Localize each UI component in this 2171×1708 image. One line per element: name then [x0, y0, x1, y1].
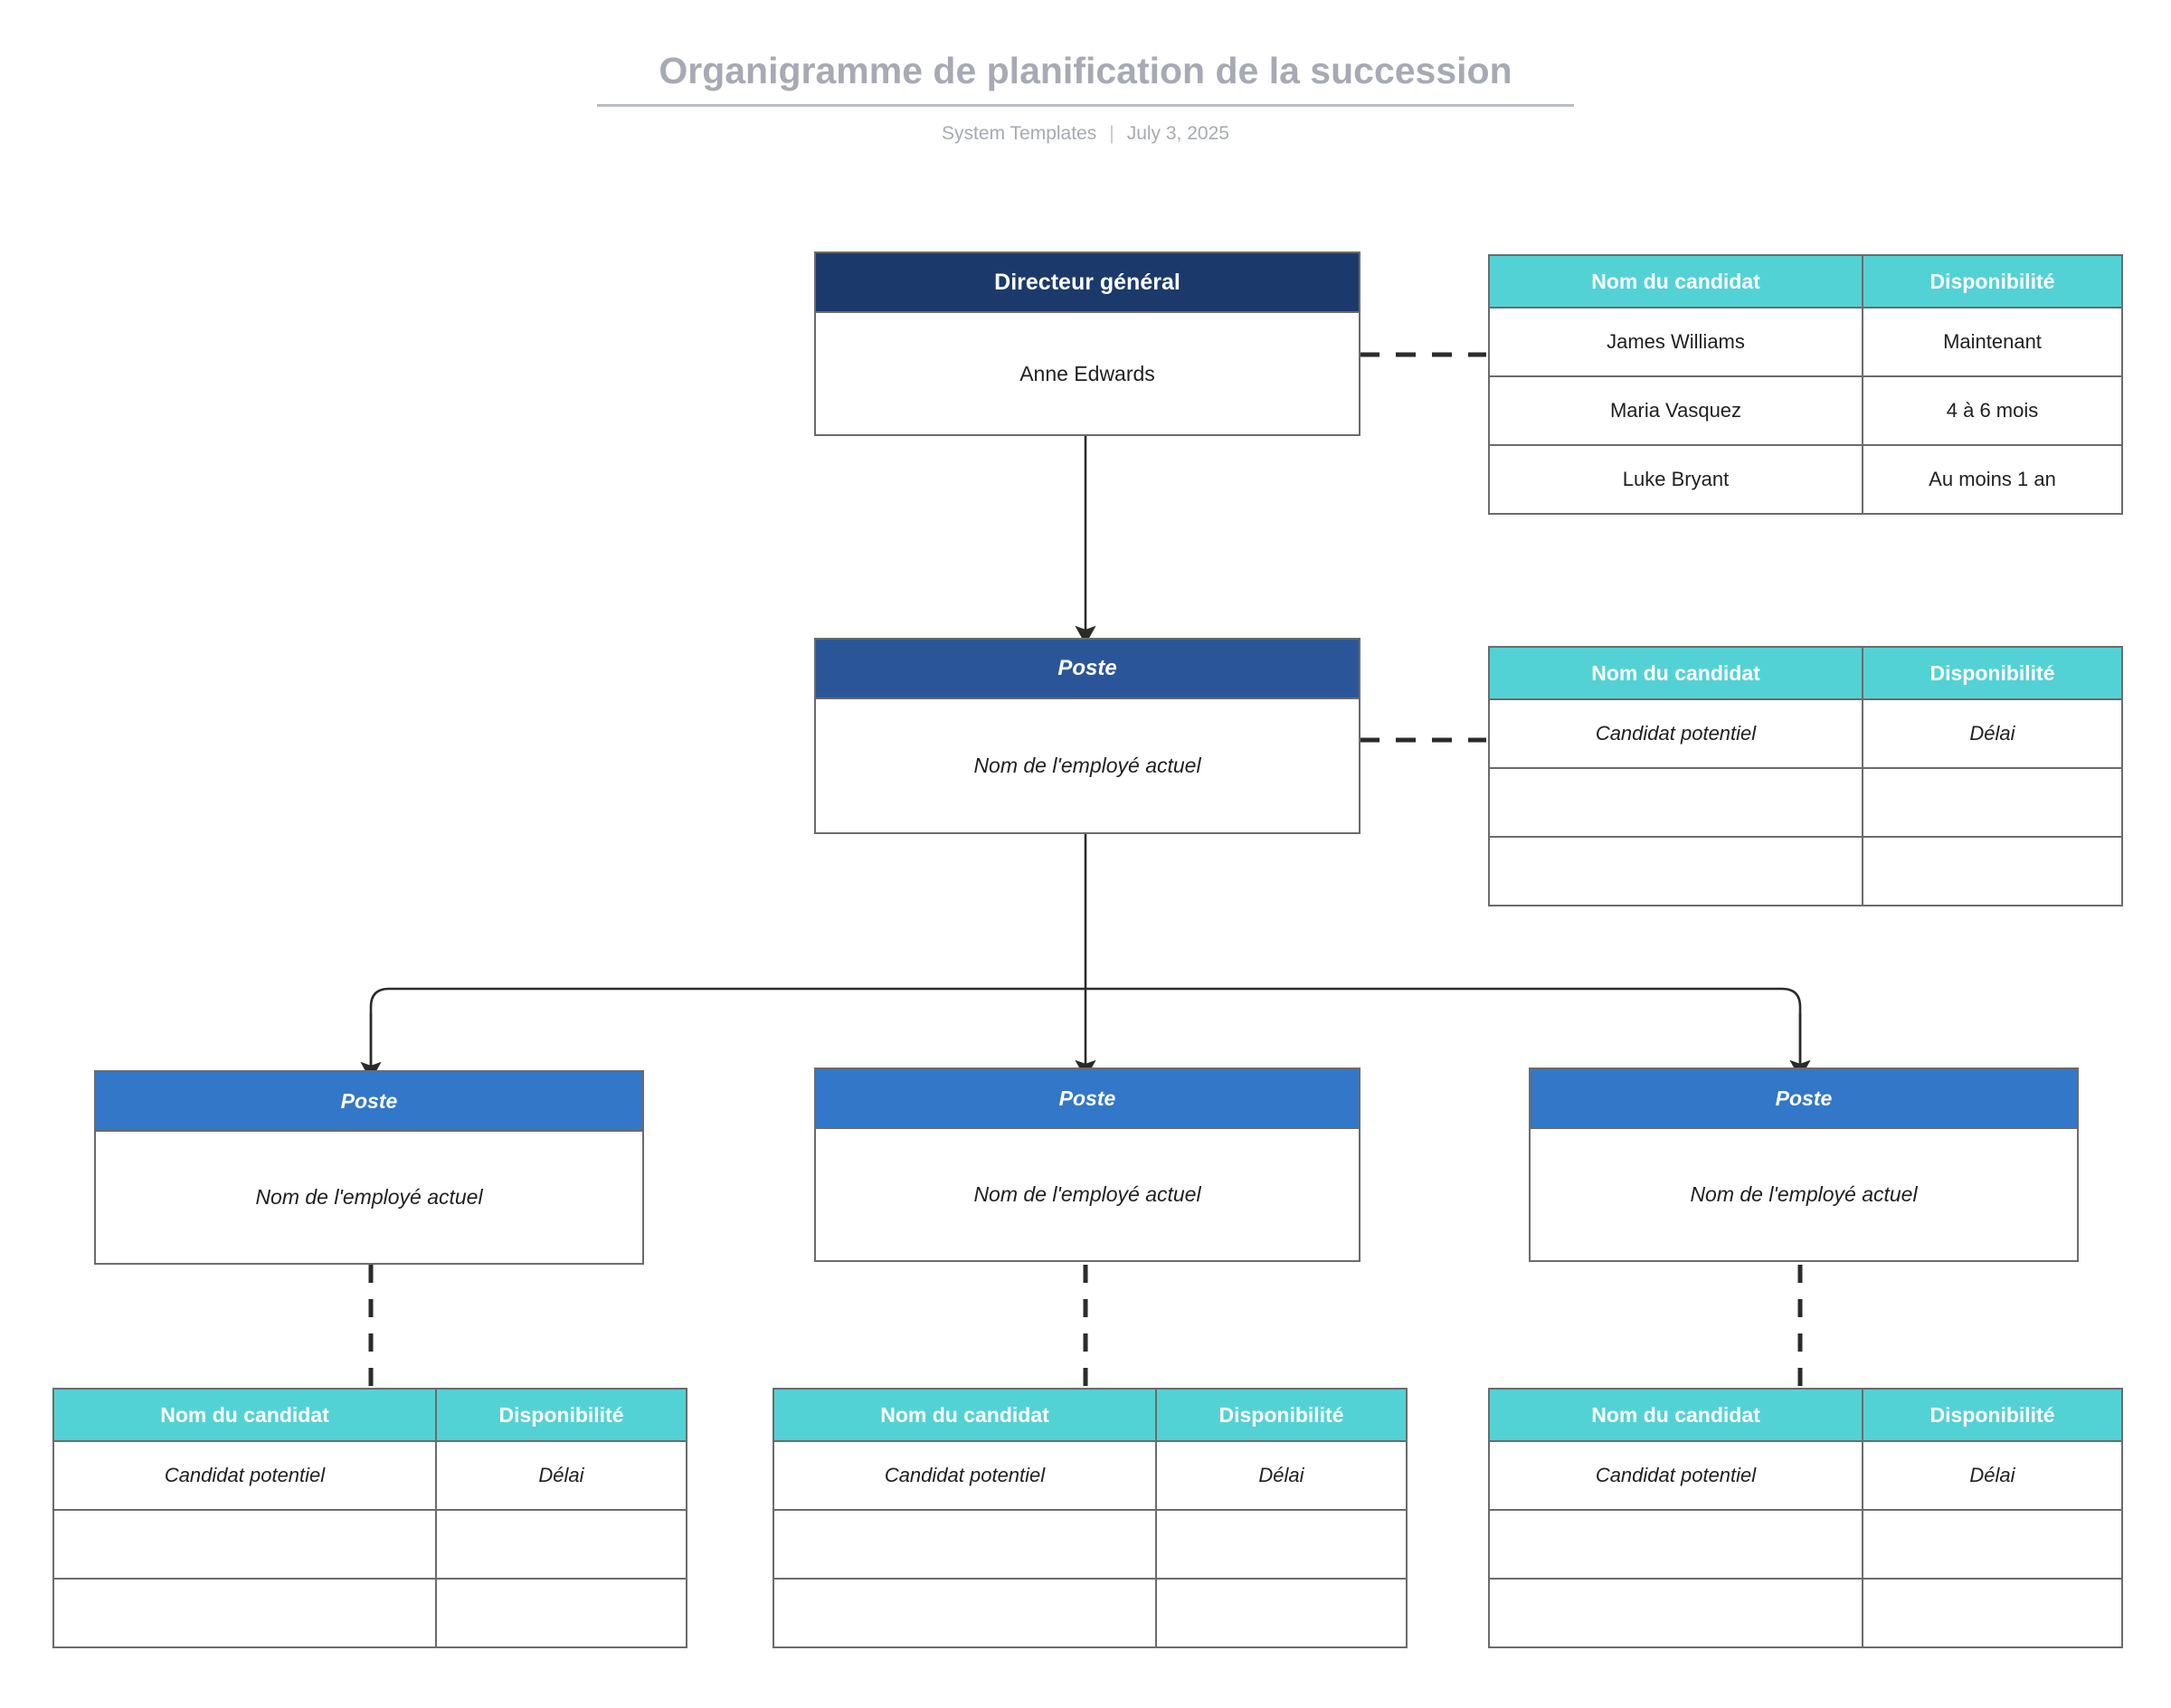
- node-level3-left-person: Nom de l'employé actuel: [96, 1132, 642, 1263]
- table-row[interactable]: [1488, 767, 2123, 838]
- node-level3-right[interactable]: Poste Nom de l'employé actuel: [1529, 1068, 2079, 1262]
- cell-candidate-name: [773, 1509, 1157, 1580]
- cell-candidate-name: Candidat potentiel: [773, 1440, 1157, 1511]
- cell-candidate-name: Luke Bryant: [1488, 444, 1863, 515]
- subtitle-source: System Templates: [942, 123, 1097, 145]
- cell-availability: [1862, 1509, 2123, 1580]
- cell-candidate-name: [773, 1578, 1157, 1648]
- cell-availability: [1862, 1578, 2123, 1648]
- table-row[interactable]: Maria Vasquez 4 à 6 mois: [1488, 375, 2123, 446]
- cell-candidate-name: [1488, 767, 1863, 838]
- column-header-candidate-name: Nom du candidat: [1488, 254, 1863, 308]
- cell-availability: [1862, 767, 2123, 838]
- column-header-candidate-name: Nom du candidat: [52, 1388, 437, 1442]
- table-row[interactable]: [1488, 836, 2123, 906]
- chart-header: Organigramme de planification de la succ…: [0, 50, 2171, 145]
- column-header-candidate-name: Nom du candidat: [1488, 1388, 1863, 1442]
- node-level3-center-person-label: Nom de l'employé actuel: [973, 1182, 1201, 1206]
- table-row[interactable]: Candidat potentiel Délai: [1488, 1440, 2123, 1511]
- cell-candidate-name: Candidat potentiel: [52, 1440, 437, 1511]
- cell-availability: Délai: [1862, 698, 2123, 769]
- cell-candidate-name: [52, 1578, 437, 1648]
- table-row[interactable]: [52, 1578, 687, 1648]
- table-row[interactable]: Luke Bryant Au moins 1 an: [1488, 444, 2123, 515]
- column-header-availability: Disponibilité: [1862, 254, 2123, 308]
- cell-availability: [1155, 1509, 1408, 1580]
- node-level3-center-role: Poste: [816, 1069, 1359, 1129]
- table-header-row: Nom du candidat Disponibilité: [1488, 1388, 2123, 1442]
- table-row[interactable]: Candidat potentiel Délai: [773, 1440, 1408, 1511]
- cell-availability: Au moins 1 an: [1862, 444, 2123, 515]
- node-ceo-role: Directeur général: [816, 253, 1359, 313]
- node-level3-right-person-label: Nom de l'employé actuel: [1690, 1182, 1918, 1206]
- table-header-row: Nom du candidat Disponibilité: [52, 1388, 687, 1442]
- column-header-availability: Disponibilité: [1862, 646, 2123, 700]
- table-header-row: Nom du candidat Disponibilité: [1488, 646, 2123, 700]
- node-level3-left-role-label: Poste: [340, 1088, 398, 1113]
- cell-candidate-name: Maria Vasquez: [1488, 375, 1863, 446]
- table-row[interactable]: [1488, 1509, 2123, 1580]
- cell-availability: [1862, 836, 2123, 906]
- cell-availability: Maintenant: [1862, 307, 2123, 377]
- node-level3-right-role: Poste: [1531, 1069, 2077, 1129]
- column-header-availability: Disponibilité: [435, 1388, 687, 1442]
- table-level2-candidates[interactable]: Nom du candidat Disponibilité Candidat p…: [1488, 646, 2123, 906]
- column-header-availability: Disponibilité: [1155, 1388, 1408, 1442]
- node-level3-left[interactable]: Poste Nom de l'employé actuel: [94, 1070, 644, 1265]
- cell-availability: Délai: [435, 1440, 687, 1511]
- node-level2-role: Poste: [816, 640, 1359, 699]
- table-level3-left-candidates[interactable]: Nom du candidat Disponibilité Candidat p…: [52, 1388, 687, 1648]
- cell-availability: [1155, 1578, 1408, 1648]
- cell-candidate-name: [1488, 1509, 1863, 1580]
- table-row[interactable]: [773, 1509, 1408, 1580]
- cell-candidate-name: Candidat potentiel: [1488, 698, 1863, 769]
- node-level2-person-label: Nom de l'employé actuel: [973, 754, 1201, 777]
- table-level3-right-candidates[interactable]: Nom du candidat Disponibilité Candidat p…: [1488, 1388, 2123, 1648]
- chart-subtitle: System Templates | July 3, 2025: [0, 123, 2171, 145]
- table-level3-center-candidates[interactable]: Nom du candidat Disponibilité Candidat p…: [773, 1388, 1408, 1648]
- node-level3-center-person: Nom de l'employé actuel: [816, 1129, 1359, 1260]
- cell-candidate-name: [1488, 836, 1863, 906]
- subtitle-separator: |: [1109, 123, 1114, 145]
- table-header-row: Nom du candidat Disponibilité: [773, 1388, 1408, 1442]
- column-header-availability: Disponibilité: [1862, 1388, 2123, 1442]
- node-level3-left-role: Poste: [96, 1072, 642, 1132]
- table-row[interactable]: James Williams Maintenant: [1488, 307, 2123, 377]
- cell-candidate-name: Candidat potentiel: [1488, 1440, 1863, 1511]
- column-header-candidate-name: Nom du candidat: [773, 1388, 1157, 1442]
- node-level3-right-person: Nom de l'employé actuel: [1531, 1129, 2077, 1260]
- node-level2[interactable]: Poste Nom de l'employé actuel: [814, 638, 1360, 834]
- table-row[interactable]: [52, 1509, 687, 1580]
- cell-availability: [435, 1578, 687, 1648]
- cell-availability: Délai: [1862, 1440, 2123, 1511]
- table-row[interactable]: Candidat potentiel Délai: [52, 1440, 687, 1511]
- node-level3-left-person-label: Nom de l'employé actuel: [255, 1185, 483, 1209]
- node-level2-role-label: Poste: [1057, 656, 1117, 680]
- cell-candidate-name: [1488, 1578, 1863, 1648]
- node-level3-right-role-label: Poste: [1775, 1086, 1833, 1110]
- table-row[interactable]: [773, 1578, 1408, 1648]
- cell-availability: 4 à 6 mois: [1862, 375, 2123, 446]
- node-ceo-person: Anne Edwards: [816, 313, 1359, 434]
- node-ceo[interactable]: Directeur général Anne Edwards: [814, 251, 1360, 436]
- node-ceo-person-label: Anne Edwards: [1019, 361, 1155, 385]
- node-ceo-role-label: Directeur général: [994, 269, 1180, 295]
- cell-availability: [435, 1509, 687, 1580]
- subtitle-date: July 3, 2025: [1126, 123, 1229, 145]
- table-ceo-candidates[interactable]: Nom du candidat Disponibilité James Will…: [1488, 254, 2123, 515]
- node-level2-person: Nom de l'employé actuel: [816, 699, 1359, 832]
- table-row[interactable]: Candidat potentiel Délai: [1488, 698, 2123, 769]
- node-level3-center-role-label: Poste: [1058, 1086, 1116, 1110]
- cell-candidate-name: James Williams: [1488, 307, 1863, 377]
- table-row[interactable]: [1488, 1578, 2123, 1648]
- cell-availability: Délai: [1155, 1440, 1408, 1511]
- title-divider: [597, 104, 1574, 108]
- page-title: Organigramme de planification de la succ…: [659, 50, 1512, 91]
- table-header-row: Nom du candidat Disponibilité: [1488, 254, 2123, 308]
- node-level3-center[interactable]: Poste Nom de l'employé actuel: [814, 1068, 1360, 1262]
- cell-candidate-name: [52, 1509, 437, 1580]
- column-header-candidate-name: Nom du candidat: [1488, 646, 1863, 700]
